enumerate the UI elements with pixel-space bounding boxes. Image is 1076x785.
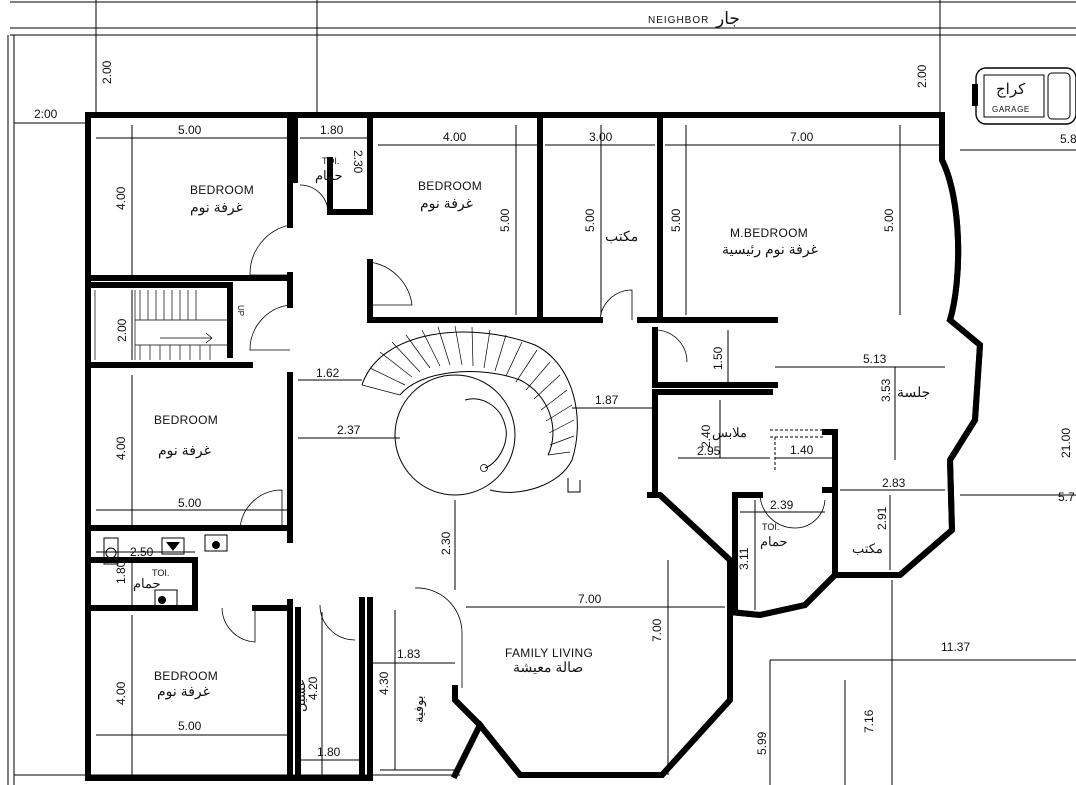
straight-stair: UP (94, 290, 245, 360)
dim-toilet3-height: 3.11 (737, 547, 751, 570)
dim-dressing-width: 2.95 (697, 444, 721, 458)
office1-label-ar: مكتب (605, 228, 638, 244)
dim-corridor-1-50: 1.50 (711, 346, 725, 370)
dim-bedroom2-height: 5.00 (498, 208, 512, 232)
dim-stair-height: 2.00 (115, 318, 129, 342)
office2-label-ar: مكتب (852, 541, 883, 556)
dim-bedroom4-width: 5.00 (178, 719, 202, 733)
family-living-label-en: FAMILY LIVING (505, 646, 593, 660)
doors (221, 184, 826, 688)
bedroom2-label-en: BEDROOM (418, 179, 482, 193)
toilet3-label-en: TOI. (762, 522, 779, 532)
dim-dressing-1-40: 1.40 (790, 443, 814, 457)
dim-office-width: 3.00 (589, 130, 613, 144)
dim-right-5-8: 5.8 (1060, 132, 1076, 146)
dim-bedroom1-height: 4.00 (114, 186, 128, 210)
bedroom4-label-ar: غرفة نوم (157, 683, 210, 700)
dim-sitting-width: 5.13 (863, 352, 887, 366)
toilet1-label-en: TOI. (322, 156, 339, 166)
dim-bedroom3-height: 4.00 (114, 436, 128, 460)
sitting-label-ar: جلسة (897, 384, 930, 400)
dim-setback-top-right: 2.00 (915, 64, 929, 88)
bedroom1-label-en: BEDROOM (190, 183, 254, 197)
toilet1-label-ar: حمام (315, 168, 343, 184)
garage-label-ar: كراج (996, 81, 1026, 98)
site-lines (7, 0, 1076, 785)
dim-pantry-width: 1.83 (397, 647, 421, 661)
dim-toilet2-width: 2.50 (130, 545, 154, 559)
dim-bedroom1-width: 5.00 (178, 123, 202, 137)
spiral-stair (361, 325, 581, 496)
dim-right-5-7: 5.7 (1058, 490, 1075, 504)
dim-right-21: 21.00 (1059, 428, 1073, 458)
bedroom4-label-en: BEDROOM (154, 669, 218, 683)
dim-family-height: 7.00 (650, 618, 664, 642)
stair-up-label: UP (236, 305, 245, 316)
sanitary-fixtures (103, 534, 228, 607)
dim-outside-5-99: 5.99 (755, 731, 769, 755)
dim-setback-left: 2:00 (34, 107, 58, 121)
dim-dressing-height: 2.40 (699, 424, 713, 448)
neighbor-label-en: NEIGHBOR (648, 15, 709, 26)
dim-bedroom4-height: 4.00 (114, 681, 128, 705)
toilet2-label-en: TOI. (152, 568, 169, 578)
dimension-texts: 2.00 2:00 2.00 5.8 21.00 5.7 5.00 4.00 1… (34, 60, 1076, 759)
dim-office-height: 5.00 (583, 208, 597, 232)
master-bedroom-label-ar: غرفة نوم رئيسية (722, 241, 818, 258)
bedroom2-label-ar: غرفة نوم (420, 195, 473, 212)
dim-corridor-1-62: 1.62 (316, 366, 340, 380)
dim-laundry-width: 1.80 (317, 745, 341, 759)
master-bedroom-label-en: M.BEDROOM (730, 226, 808, 240)
dim-toilet1-height: 2.30 (351, 150, 365, 174)
dim-toilet2-height: 1.80 (114, 560, 128, 584)
dim-master-width: 7.00 (790, 130, 814, 144)
dim-office2-height: 2.91 (875, 506, 889, 530)
neighbor-label-ar: جار (715, 9, 740, 29)
laundry-label-ar: غسيل (293, 680, 308, 712)
dim-outside-11-37: 11.37 (941, 640, 970, 654)
dim-bedroom3-width: 5.00 (178, 496, 202, 510)
dim-master-height-left: 5.00 (669, 208, 683, 232)
dim-setback-top-left: 2.00 (100, 60, 114, 84)
bedroom3-label-ar: غرفة نوم (158, 442, 211, 459)
dim-laundry-height: 4.20 (306, 676, 320, 700)
dim-corridor-2-30: 2.30 (439, 531, 453, 555)
dim-toilet1-width: 1.80 (320, 123, 344, 137)
dim-sitting-height: 3.53 (879, 378, 893, 402)
room-labels: BEDROOM غرفة نوم TOI. حمام BEDROOM غرفة … (133, 156, 930, 723)
dim-bedroom2-width: 4.00 (443, 130, 467, 144)
family-living-label-ar: صالة معيشة (513, 659, 583, 675)
garage-label-en: GARAGE (992, 105, 1030, 114)
neighbor-label: NEIGHBOR جار (648, 9, 740, 29)
garage-car: كراج GARAGE (972, 67, 1076, 125)
dim-toilet3-width: 2.39 (770, 498, 794, 512)
bedroom1-label-ar: غرفة نوم (190, 199, 243, 216)
dim-office2-width: 2.83 (882, 476, 906, 490)
dim-master-height-right: 5.00 (882, 208, 896, 232)
dim-pantry-height: 4.30 (377, 671, 391, 695)
dim-corridor-2-37: 2.37 (337, 423, 361, 437)
bedroom3-label-en: BEDROOM (154, 413, 218, 427)
pantry-label-ar: بوفية (411, 696, 427, 723)
dim-family-width: 7.00 (578, 592, 602, 606)
dressing-label-ar: ملابس (712, 425, 747, 441)
dim-corridor-1-87: 1.87 (595, 393, 619, 407)
toilet3-label-ar: حمام (760, 534, 788, 550)
toilet2-label-ar: حمام (133, 576, 161, 592)
dimension-lines (96, 125, 945, 775)
dim-outside-7-16: 7.16 (862, 709, 876, 733)
